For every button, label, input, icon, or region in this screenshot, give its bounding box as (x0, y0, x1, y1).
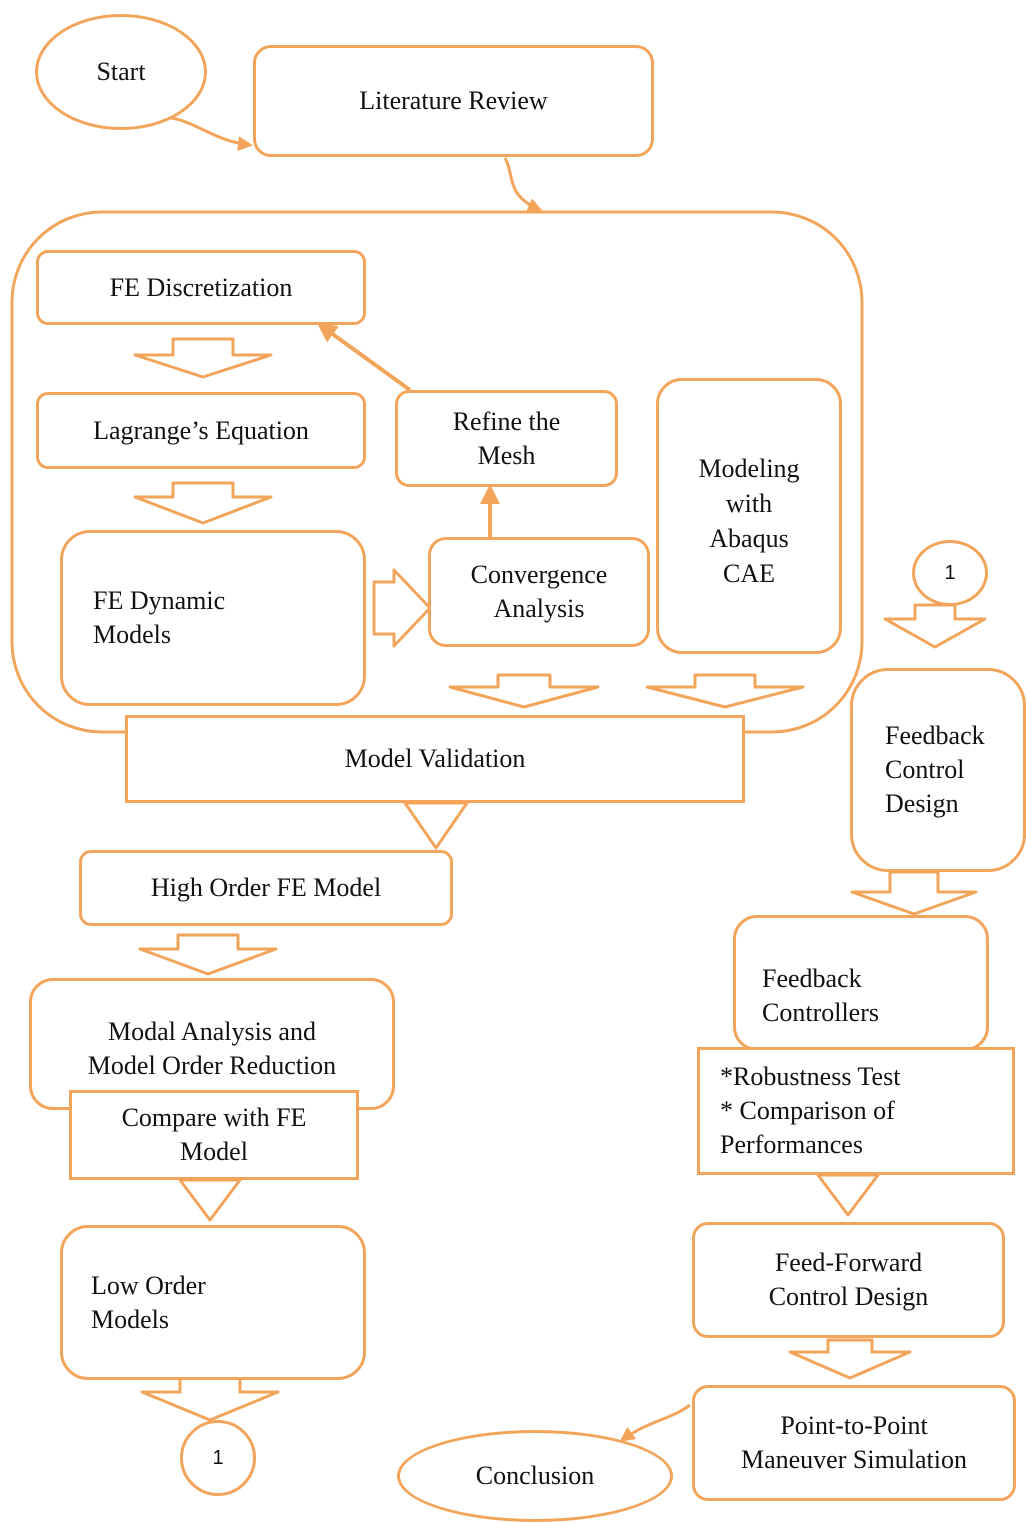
model-validation-label: Model Validation (344, 744, 526, 773)
convergence-analysis-label: Convergence Analysis (470, 560, 608, 623)
lagrange-equation-label: Lagrange’s Equation (93, 415, 309, 445)
fe-discretization-label: FE Discretization (109, 272, 293, 302)
high-order-fe-model-node: High Order FE Model (79, 850, 453, 926)
block-arrow-5 (403, 801, 469, 850)
literature-review-label: Literature Review (359, 86, 548, 115)
block-arrow-3 (448, 673, 600, 709)
low-order-models-label: Low Order Models (91, 1270, 206, 1334)
block-arrow-right (372, 568, 432, 648)
modeling-abaqus-label: Modeling with Abaqus CAE (698, 454, 800, 588)
convergence-analysis-node: Convergence Analysis (428, 537, 650, 647)
modal-analysis-label: Modal Analysis and Model Order Reduction (87, 1017, 337, 1080)
fe-discretization-node: FE Discretization (36, 250, 366, 325)
block-arrow-9 (883, 603, 987, 649)
arrow-literature-to-group (503, 157, 543, 213)
feedback-control-design-node: Feedback Control Design (850, 668, 1026, 872)
literature-review-node: Literature Review (253, 45, 654, 157)
feedback-control-design-label: Feedback Control Design (885, 721, 985, 818)
fe-dynamic-models-node: FE Dynamic Models (60, 530, 366, 706)
conclusion-node: Conclusion (397, 1430, 673, 1522)
start-label: Start (96, 57, 146, 86)
low-order-models-node: Low Order Models (60, 1225, 366, 1380)
model-validation-node: Model Validation (125, 715, 745, 803)
block-arrow-7 (178, 1178, 242, 1222)
conclusion-label: Conclusion (475, 1461, 595, 1490)
feedback-controllers-node: Feedback Controllers (733, 915, 989, 1051)
block-arrow-6 (138, 933, 278, 976)
fe-dynamic-models-label: FE Dynamic Models (93, 586, 226, 649)
arrow-pointtopoint-to-conclusion (619, 1403, 691, 1442)
block-arrow-1 (133, 337, 273, 379)
modeling-abaqus-node: Modeling with Abaqus CAE (656, 378, 842, 654)
block-arrow-11 (816, 1173, 880, 1217)
connector-out-label: 1 (212, 1446, 224, 1469)
connector-in: 1 (912, 540, 988, 606)
block-arrow-2 (133, 481, 273, 525)
connector-out: 1 (180, 1420, 256, 1496)
robustness-test-label: *Robustness Test * Comparison of Perform… (720, 1062, 901, 1159)
lagrange-equation-node: Lagrange’s Equation (36, 392, 366, 469)
feed-forward-label: Feed-Forward Control Design (768, 1248, 929, 1311)
point-to-point-label: Point-to-Point Maneuver Simulation (740, 1411, 967, 1474)
refine-mesh-label: Refine the Mesh (452, 406, 561, 470)
arrow-refine-to-discretization (316, 322, 412, 392)
block-arrow-8 (140, 1376, 280, 1422)
start-node: Start (35, 14, 207, 130)
feed-forward-node: Feed-Forward Control Design (692, 1222, 1005, 1338)
high-order-fe-model-label: High Order FE Model (150, 873, 382, 902)
feedback-controllers-label: Feedback Controllers (762, 964, 879, 1027)
point-to-point-node: Point-to-Point Maneuver Simulation (692, 1385, 1016, 1501)
robustness-test-node: *Robustness Test * Comparison of Perform… (697, 1047, 1015, 1175)
block-arrow-12 (788, 1338, 912, 1380)
block-arrow-4 (645, 673, 805, 709)
compare-fe-model-label: Compare with FE Model (121, 1103, 307, 1166)
block-arrow-10 (850, 870, 978, 916)
compare-fe-model-node: Compare with FE Model (69, 1090, 359, 1180)
refine-mesh-node: Refine the Mesh (395, 390, 618, 487)
connector-in-label: 1 (944, 561, 956, 584)
